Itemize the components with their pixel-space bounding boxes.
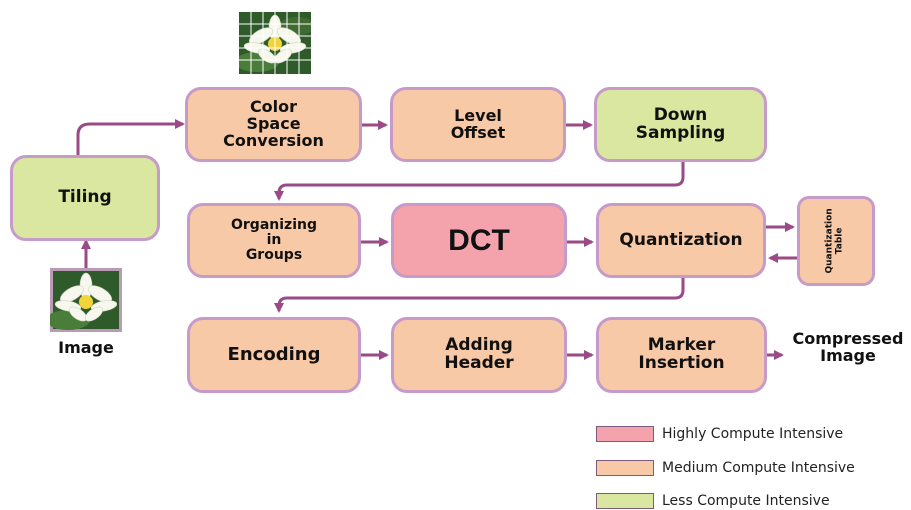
arrow-down-to-organizing bbox=[274, 162, 685, 201]
image-label: Image bbox=[58, 338, 114, 357]
arrow-tiling-to-color-space bbox=[76, 119, 185, 155]
quantization-table-label: Quantization Table bbox=[825, 208, 845, 274]
step-dct: DCT bbox=[391, 203, 567, 278]
legend-label-medium: Medium Compute Intensive bbox=[662, 460, 855, 476]
legend-swatch-less bbox=[596, 493, 654, 509]
tiled-flower-image bbox=[239, 12, 311, 74]
step-encoding: Encoding bbox=[187, 317, 361, 393]
step-tiling: Tiling bbox=[10, 155, 160, 241]
compressed-image-label: Compressed Image bbox=[792, 329, 904, 365]
legend-item-medium: Medium Compute Intensive bbox=[596, 459, 855, 477]
legend-item-less: Less Compute Intensive bbox=[596, 492, 830, 510]
step-organizing-in-groups: Organizing in Groups bbox=[187, 203, 361, 278]
step-quantization-table: Quantization Table bbox=[797, 196, 875, 286]
step-color-space-conversion: Color Space Conversion bbox=[185, 87, 362, 162]
step-level-offset: Level Offset bbox=[390, 87, 566, 162]
flower-image bbox=[50, 268, 122, 332]
legend-label-less: Less Compute Intensive bbox=[662, 493, 830, 509]
arrow-quantization-to-encoding bbox=[274, 278, 685, 313]
legend-label-high: Highly Compute Intensive bbox=[662, 426, 844, 442]
step-down-sampling: Down Sampling bbox=[594, 87, 767, 162]
legend-swatch-high bbox=[596, 426, 654, 442]
legend-swatch-medium bbox=[596, 460, 654, 476]
step-marker-insertion: Marker Insertion bbox=[596, 317, 767, 393]
step-quantization: Quantization bbox=[596, 203, 766, 278]
legend-item-high: Highly Compute Intensive bbox=[596, 425, 843, 443]
step-adding-header: Adding Header bbox=[391, 317, 567, 393]
